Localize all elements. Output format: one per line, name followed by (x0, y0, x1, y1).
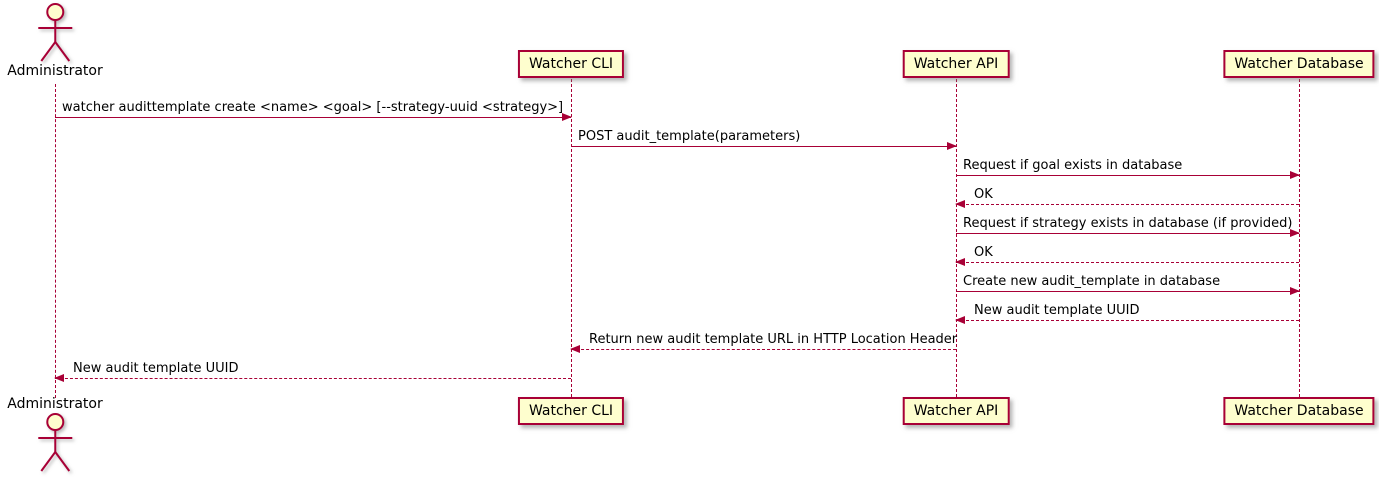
actor-icon (38, 413, 72, 472)
message-label: New audit template UUID (974, 303, 1140, 318)
message-label: Return new audit template URL in HTTP Lo… (589, 332, 958, 347)
participant-box-watcher-database-top: Watcher Database (1223, 50, 1375, 78)
actor-label: Administrator (7, 396, 103, 412)
arrowhead-icon (54, 374, 64, 382)
participant-label: Watcher Database (1234, 56, 1364, 72)
message-line (956, 175, 1299, 176)
message-label: Request if strategy exists in database (… (963, 216, 1293, 231)
arrowhead-icon (947, 142, 957, 150)
message-line (956, 291, 1299, 292)
participant-box-watcher-api-top: Watcher API (902, 50, 1010, 78)
message-line (956, 233, 1299, 234)
lifeline-administrator (55, 84, 56, 398)
actor-administrator-bottom: Administrator (7, 396, 103, 474)
arrowhead-icon (1290, 287, 1300, 295)
participant-box-watcher-api-bottom: Watcher API (902, 397, 1010, 425)
participant-box-watcher-cli-bottom: Watcher CLI (517, 397, 625, 425)
participant-box-watcher-database-bottom: Watcher Database (1223, 397, 1375, 425)
message-4-ok: OK (955, 187, 1299, 209)
message-label: POST audit_template(parameters) (578, 129, 801, 144)
message-6-ok: OK (955, 245, 1299, 267)
message-line (55, 117, 571, 118)
participant-label: Watcher Database (1234, 403, 1364, 419)
message-5-request-strategy-exists: Request if strategy exists in database (… (956, 216, 1300, 238)
actor-administrator-top: Administrator (7, 2, 103, 79)
message-1-create-audittemplate: watcher audittemplate create <name> <goa… (55, 100, 572, 122)
arrowhead-icon (955, 316, 965, 324)
lifeline-watcher-cli (571, 79, 572, 397)
arrowhead-icon (1290, 171, 1300, 179)
message-10-new-audit-template-uuid: New audit template UUID (54, 361, 571, 383)
message-label: New audit template UUID (73, 361, 239, 376)
message-line (956, 262, 1299, 263)
participant-label: Watcher CLI (528, 56, 614, 72)
message-label: OK (974, 245, 993, 260)
arrowhead-icon (562, 113, 572, 121)
arrowhead-icon (570, 345, 580, 353)
participant-box-watcher-cli-top: Watcher CLI (517, 50, 625, 78)
participant-label: Watcher API (913, 56, 999, 72)
message-2-post-audit-template: POST audit_template(parameters) (571, 129, 957, 151)
arrowhead-icon (955, 200, 965, 208)
actor-icon (38, 3, 72, 62)
participant-label: Watcher CLI (528, 403, 614, 419)
participant-label: Watcher API (913, 403, 999, 419)
message-label: watcher audittemplate create <name> <goa… (62, 100, 564, 115)
message-label: Request if goal exists in database (963, 158, 1183, 173)
message-line (571, 146, 956, 147)
message-line (571, 349, 956, 350)
message-label: Create new audit_template in database (963, 274, 1221, 289)
message-line (956, 204, 1299, 205)
message-line (956, 320, 1299, 321)
message-7-create-new-audit-template: Create new audit_template in database (956, 274, 1300, 296)
message-9-return-url-location-header: Return new audit template URL in HTTP Lo… (570, 332, 958, 354)
arrowhead-icon (1290, 229, 1300, 237)
arrowhead-icon (955, 258, 965, 266)
message-label: OK (974, 187, 993, 202)
message-8-new-audit-template-uuid: New audit template UUID (955, 303, 1299, 325)
lifeline-watcher-api (956, 79, 957, 397)
lifeline-watcher-database (1299, 79, 1300, 397)
message-3-request-goal-exists: Request if goal exists in database (956, 158, 1300, 180)
actor-label: Administrator (7, 63, 103, 79)
message-line (55, 378, 571, 379)
